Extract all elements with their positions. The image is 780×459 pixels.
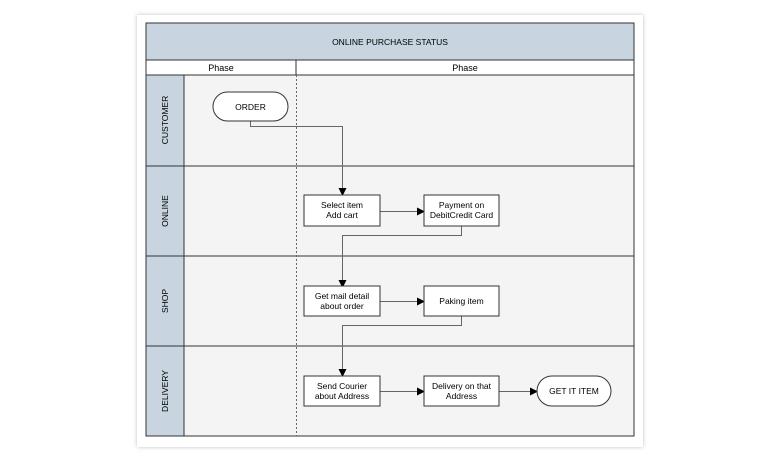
node-get-mail-label-2: about order <box>320 301 364 311</box>
edge-order-select <box>250 121 347 196</box>
lane-label-customer: CUSTOMER <box>160 96 170 145</box>
edge-paking-send <box>338 316 462 377</box>
node-order[interactable]: ORDER <box>212 91 289 122</box>
node-send-courier-label-1: Send Courier <box>317 381 367 391</box>
node-get-mail[interactable]: Get mail detail about order <box>303 285 381 317</box>
node-select-item-label-2: Add cart <box>326 210 358 220</box>
lane-header-delivery <box>145 345 185 437</box>
node-paking-label: Paking item <box>439 296 483 306</box>
node-get-it-item[interactable]: GET IT ITEM <box>536 375 612 407</box>
diagram-title: ONLINE PURCHASE STATUS <box>332 37 448 47</box>
node-order-label: ORDER <box>235 102 266 112</box>
phase-label-1: Phase <box>208 63 234 73</box>
node-delivery-label-2: Address <box>446 391 477 401</box>
lane-header-shop <box>145 255 185 347</box>
node-select-item[interactable]: Select item Add cart <box>303 194 381 227</box>
node-paking[interactable]: Paking item <box>423 285 500 317</box>
node-payment-label-2: DebitCredit Card <box>430 210 494 220</box>
title-bar <box>145 22 635 61</box>
node-get-mail-label-1: Get mail detail <box>315 291 369 301</box>
node-payment[interactable]: Payment on DebitCredit Card <box>423 194 500 227</box>
node-get-it-item-label: GET IT ITEM <box>549 386 599 396</box>
lane-customer: CUSTOMER <box>145 74 635 167</box>
node-delivery-label-1: Delivery on that <box>432 381 492 391</box>
node-delivery[interactable]: Delivery on that Address <box>423 375 500 407</box>
node-payment-label-1: Payment on <box>439 200 485 210</box>
node-send-courier[interactable]: Send Courier about Address <box>303 375 381 407</box>
lane-label-online: ONLINE <box>160 195 170 227</box>
lane-online: ONLINE <box>145 165 635 257</box>
lane-label-delivery: DELIVERY <box>160 370 170 412</box>
lane-label-shop: SHOP <box>160 289 170 313</box>
node-send-courier-label-2: about Address <box>315 391 369 401</box>
node-select-item-label-1: Select item <box>321 200 363 210</box>
phase-label-2: Phase <box>452 63 478 73</box>
edge-payment-getmail <box>338 226 462 288</box>
